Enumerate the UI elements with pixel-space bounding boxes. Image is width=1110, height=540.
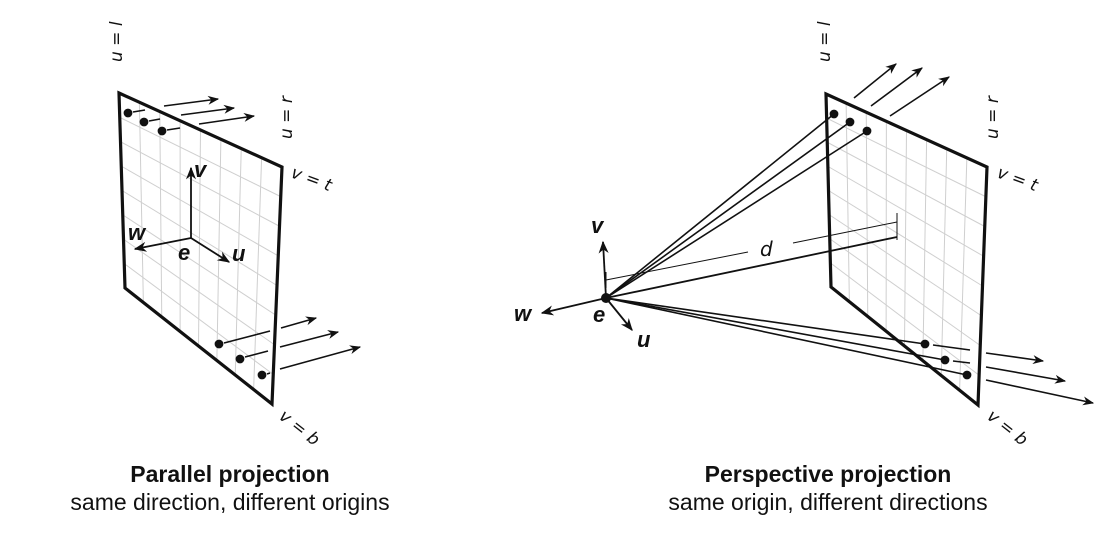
u-axis-arrow bbox=[605, 297, 633, 331]
label-u-left: u = l bbox=[815, 21, 835, 62]
ray-arrow bbox=[853, 63, 897, 99]
distance-indicator bbox=[605, 213, 898, 288]
ray-arrow bbox=[889, 76, 950, 117]
ray-plane-point bbox=[920, 339, 930, 349]
grid-line bbox=[123, 238, 275, 346]
origin-label: e bbox=[593, 302, 605, 327]
ray-segment-hidden bbox=[166, 127, 181, 131]
parallel-caption: Parallel projection same direction, diff… bbox=[20, 460, 440, 516]
ray-segment-hidden bbox=[266, 372, 271, 375]
grid-line bbox=[119, 116, 281, 198]
v-axis-label: v bbox=[194, 157, 208, 182]
perspective-rays bbox=[605, 63, 1095, 406]
u-axis-label: u bbox=[637, 327, 651, 352]
ray-origin-point bbox=[139, 117, 149, 127]
ray-segment-hidden bbox=[148, 118, 161, 122]
w-axis-arrow bbox=[133, 237, 192, 252]
ray-segment-hidden bbox=[223, 330, 271, 344]
u-axis-arrow bbox=[190, 237, 231, 263]
grid-line bbox=[829, 238, 981, 346]
ray-line bbox=[605, 121, 851, 299]
ray-line bbox=[605, 113, 835, 299]
distance-line bbox=[605, 251, 749, 281]
w-axis-label: w bbox=[128, 220, 147, 245]
ray-segment-hidden bbox=[132, 109, 146, 113]
ray-origin-point bbox=[235, 354, 245, 364]
image-plane bbox=[824, 91, 989, 409]
image-plane-grid bbox=[826, 103, 987, 391]
ray-arrow bbox=[163, 95, 220, 107]
label-u-right: u = r bbox=[277, 95, 297, 139]
parallel-subtitle: same direction, different origins bbox=[70, 489, 390, 515]
ray-line bbox=[605, 297, 968, 376]
perspective-panel: d bbox=[514, 21, 1095, 450]
perspective-subtitle: same origin, different directions bbox=[668, 489, 988, 515]
label-v-bottom: v = b bbox=[275, 406, 323, 450]
ray-plane-point bbox=[962, 370, 972, 380]
parallel-title: Parallel projection bbox=[130, 461, 330, 487]
label-v-top: v = t bbox=[994, 163, 1041, 197]
ray-segment-hidden bbox=[952, 360, 971, 364]
ray-plane-point bbox=[845, 117, 855, 127]
ray-segment-hidden bbox=[244, 350, 269, 358]
label-v-bottom: v = b bbox=[983, 406, 1031, 450]
ray-plane-point bbox=[862, 126, 872, 136]
camera-axes bbox=[540, 240, 633, 331]
camera-axes bbox=[133, 166, 231, 263]
ray-line bbox=[605, 297, 946, 361]
ray-origin-point bbox=[257, 370, 267, 380]
label-u-left: u = l bbox=[107, 21, 127, 62]
ray-origin-point bbox=[123, 108, 133, 118]
ray-plane-point bbox=[940, 355, 950, 365]
grid-line bbox=[830, 262, 980, 376]
label-u-right: u = r bbox=[983, 95, 1003, 139]
ray-arrow bbox=[280, 316, 318, 329]
distance-label: d bbox=[760, 237, 773, 261]
grid-line bbox=[827, 165, 984, 257]
ray-arrow bbox=[870, 67, 923, 107]
grid-line bbox=[828, 190, 983, 287]
label-v-top: v = t bbox=[288, 163, 335, 197]
view-direction-line bbox=[605, 236, 898, 299]
v-axis-arrow bbox=[598, 240, 609, 299]
ray-line bbox=[605, 130, 868, 299]
perspective-title: Perspective projection bbox=[704, 461, 952, 487]
image-plane bbox=[117, 90, 284, 408]
w-axis-label: w bbox=[514, 301, 533, 326]
grid-line bbox=[120, 141, 280, 227]
grid-line bbox=[121, 165, 279, 257]
grid-line bbox=[826, 117, 987, 198]
ray-arrow bbox=[985, 366, 1067, 384]
v-axis-label: v bbox=[591, 213, 605, 238]
ray-origin-point bbox=[157, 126, 167, 136]
ray-arrow bbox=[279, 345, 362, 370]
ray-arrow bbox=[198, 113, 256, 125]
distance-line bbox=[792, 221, 898, 244]
origin-label: e bbox=[178, 240, 190, 265]
grid-line bbox=[828, 214, 982, 317]
ray-origin-point bbox=[214, 339, 224, 349]
ray-arrow bbox=[985, 352, 1045, 365]
ray-plane-point bbox=[829, 109, 839, 119]
w-axis-arrow bbox=[540, 297, 607, 316]
parallel-panel: v w u e u = l u = r v = t v = b bbox=[107, 21, 362, 450]
ray-arrow bbox=[985, 379, 1095, 406]
perspective-caption: Perspective projection same origin, diff… bbox=[618, 460, 1038, 516]
ray-arrow bbox=[279, 330, 340, 348]
ray-line bbox=[605, 297, 926, 345]
grid-line bbox=[121, 190, 278, 286]
eye-point bbox=[601, 293, 611, 303]
ray-arrow bbox=[180, 104, 236, 116]
parallel-rays bbox=[123, 95, 362, 380]
u-axis-label: u bbox=[232, 241, 246, 266]
grid-line bbox=[827, 141, 985, 227]
grid-line bbox=[122, 214, 277, 316]
ray-segment-hidden bbox=[932, 344, 971, 351]
